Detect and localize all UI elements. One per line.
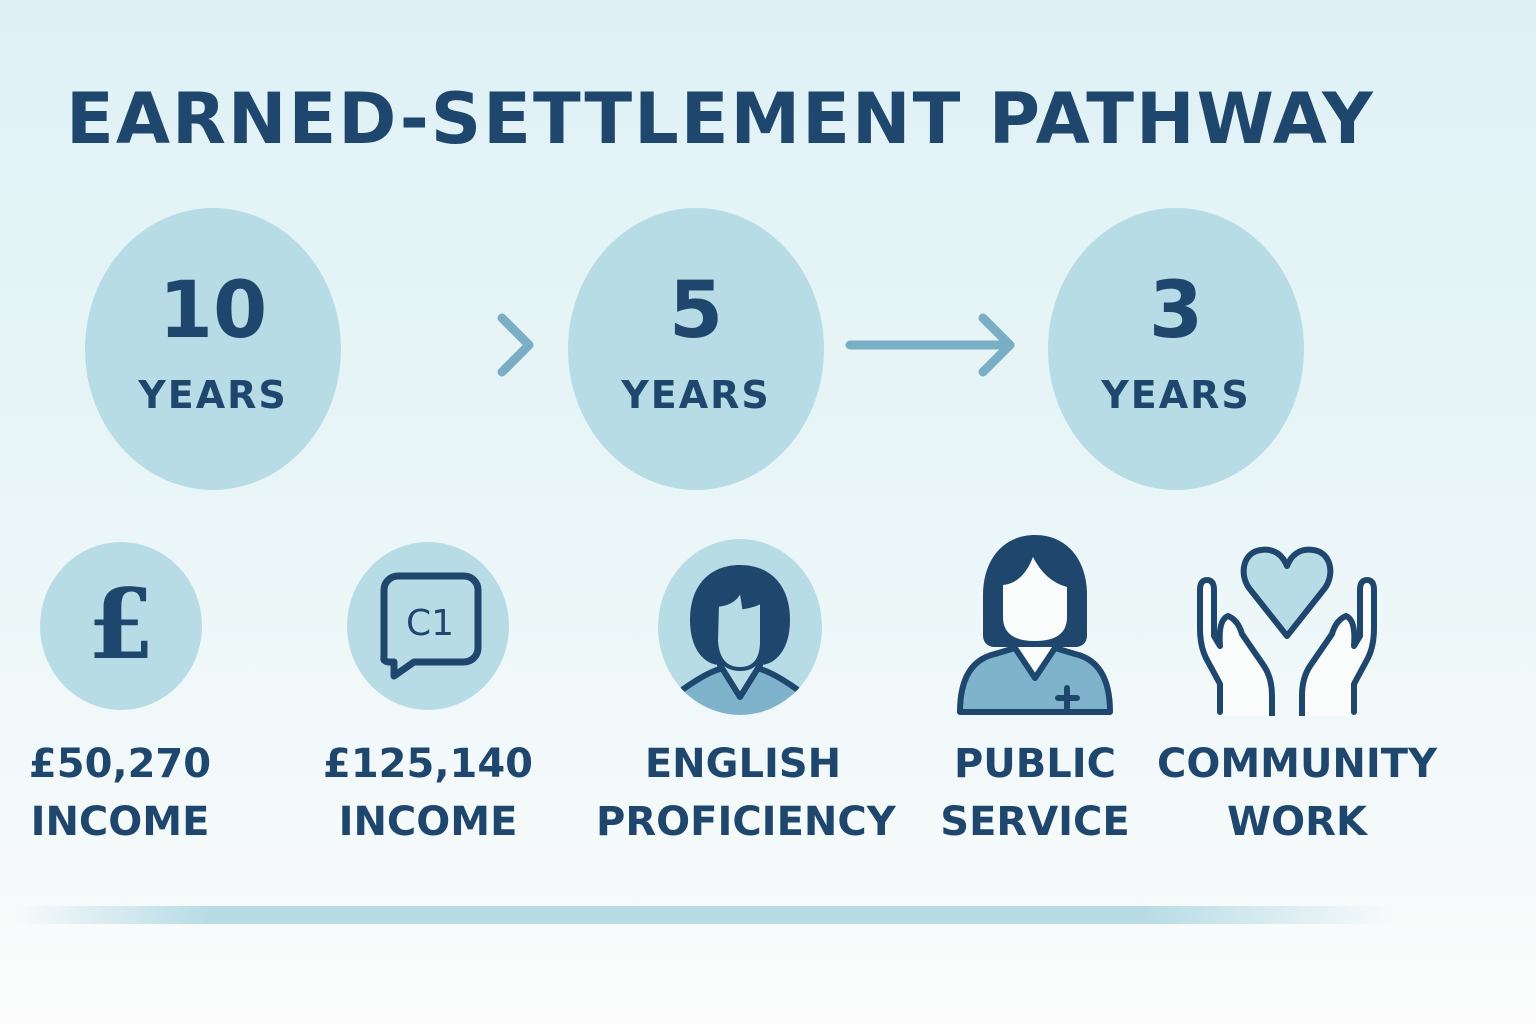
hands-heart-icon — [1197, 546, 1377, 716]
criterion-line1: ENGLISH — [644, 741, 842, 787]
nurse-icon — [957, 535, 1113, 715]
criterion-public-service: PUBLIC SERVICE — [940, 735, 1130, 851]
decorative-divider — [14, 906, 1394, 924]
criterion-line1: £125,140 — [322, 741, 534, 787]
pound-icon: £ — [40, 542, 202, 710]
arrow-right-icon — [845, 313, 1015, 377]
criterion-line2: SERVICE — [940, 799, 1130, 845]
criterion-line2: PROFICIENCY — [596, 799, 896, 845]
speech-bubble-c1-icon: C1 — [347, 542, 509, 710]
criterion-english-proficiency: ENGLISH PROFICIENCY — [596, 735, 896, 851]
step-unit: YEARS — [138, 373, 288, 417]
criterion-line2: INCOME — [338, 799, 518, 845]
criterion-line1: PUBLIC — [953, 741, 1116, 787]
step-unit: YEARS — [1101, 373, 1251, 417]
person-avatar-icon — [658, 539, 822, 715]
step-unit: YEARS — [621, 373, 771, 417]
step-3-years: 3 YEARS — [1048, 208, 1304, 490]
criterion-line1: COMMUNITY — [1156, 741, 1438, 787]
step-number: 10 — [158, 266, 268, 356]
criterion-income-50270: £50,270 INCOME — [20, 735, 220, 851]
svg-text:C1: C1 — [406, 603, 454, 644]
arrow-right-icon — [346, 313, 534, 377]
step-number: 5 — [668, 266, 724, 356]
step-number: 3 — [1148, 266, 1204, 356]
criterion-line1: £50,270 — [28, 741, 212, 787]
criterion-income-125140: £125,140 INCOME — [320, 735, 536, 851]
criterion-community-work: COMMUNITY WORK — [1150, 735, 1444, 851]
page-title: EARNED-SETTLEMENT PATHWAY — [66, 78, 1375, 160]
step-5-years: 5 YEARS — [568, 208, 824, 490]
criterion-line2: WORK — [1227, 799, 1367, 845]
criterion-line2: INCOME — [30, 799, 210, 845]
step-10-years: 10 YEARS — [85, 208, 341, 490]
svg-text:£: £ — [88, 568, 155, 681]
